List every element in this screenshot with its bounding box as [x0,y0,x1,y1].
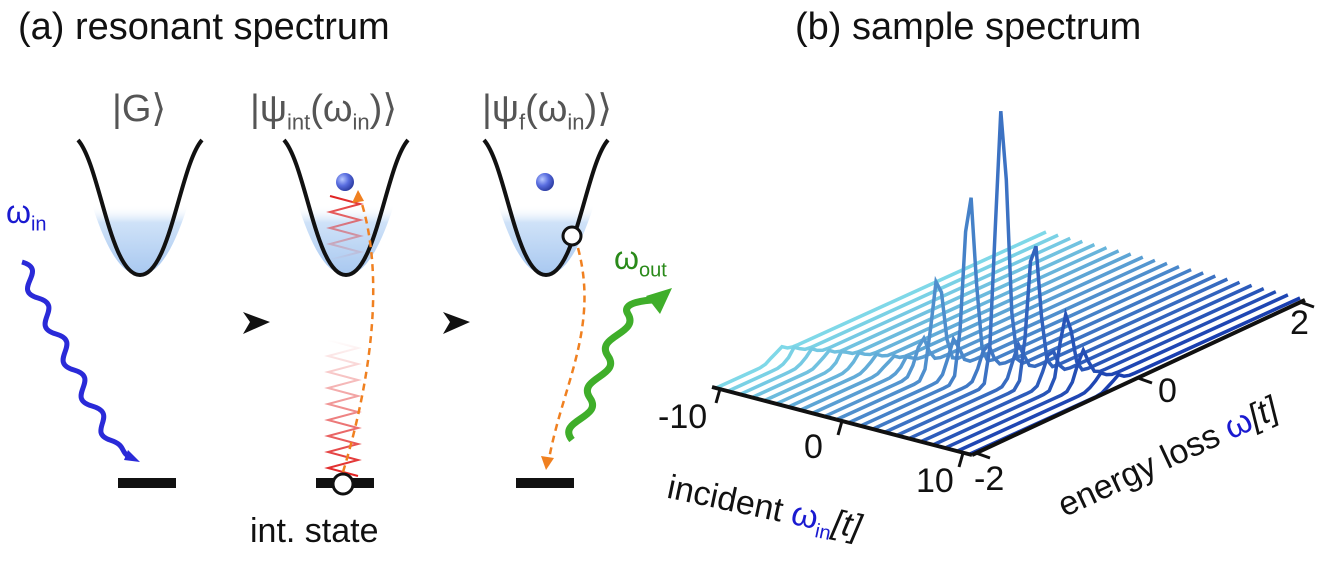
spectrum-ridge [884,111,1217,434]
spectrum-ridge [727,233,1059,393]
hole-final-well [561,225,583,247]
level-ground [118,478,176,488]
spectrum-ridge [957,293,1289,453]
ground-state-label: |G⟩ [112,88,167,130]
decay-arrow [546,247,586,466]
final-state-label: |ψf(ωin)⟩ [482,88,613,135]
level-final [516,478,574,488]
omega-out-label: ωout [614,240,667,282]
spectrum-ridge [860,197,1192,428]
tick-incident-10: 10 [916,462,954,500]
spectrum-ridge [775,246,1108,406]
spectrum-ridge [896,277,1229,437]
core-hole [331,472,355,496]
spectrum-ridge [739,236,1071,396]
spectrum-ridge [763,243,1096,403]
spectrum-ridge [945,290,1277,450]
tick-loss-neg2: -2 [974,460,1005,498]
panel-b-title: (b) sample spectrum [795,6,1142,48]
well-ground [76,138,204,278]
electron-final [536,173,554,191]
spectrum-ridge [799,252,1132,412]
spectrum-ridge [787,249,1120,409]
spectrum-ridge [932,287,1265,447]
step-arrow-2 [443,312,470,334]
tick-loss-0: 0 [1158,372,1177,410]
core-hole-wave-top [326,195,364,261]
spectrum-ridge [751,239,1084,399]
spectrum-ridge [715,230,1047,390]
int-state-label: int. state [250,512,379,550]
omega-in-label: ωin [6,194,47,236]
well-final [482,138,610,278]
step-arrow-1 [243,312,270,334]
photon-out-wave [565,296,657,443]
electron-intermediate [336,173,354,191]
excitation-arrow [341,191,375,473]
spectrum-ridge [812,255,1144,415]
tick-loss-2: 2 [1290,304,1309,342]
spectrum-ridge [836,261,1168,421]
spectrum-ridge [872,271,1204,431]
intermediate-state-label: |ψint(ωin)⟩ [250,88,398,135]
core-hole-wave-bottom [324,339,362,477]
spectrum-ridges [715,111,1301,456]
tick-incident-neg10: -10 [658,398,708,436]
tick-incident-0: 0 [804,428,823,466]
photon-in-wave [21,259,134,461]
panel-a-title: (a) resonant spectrum [18,6,390,48]
